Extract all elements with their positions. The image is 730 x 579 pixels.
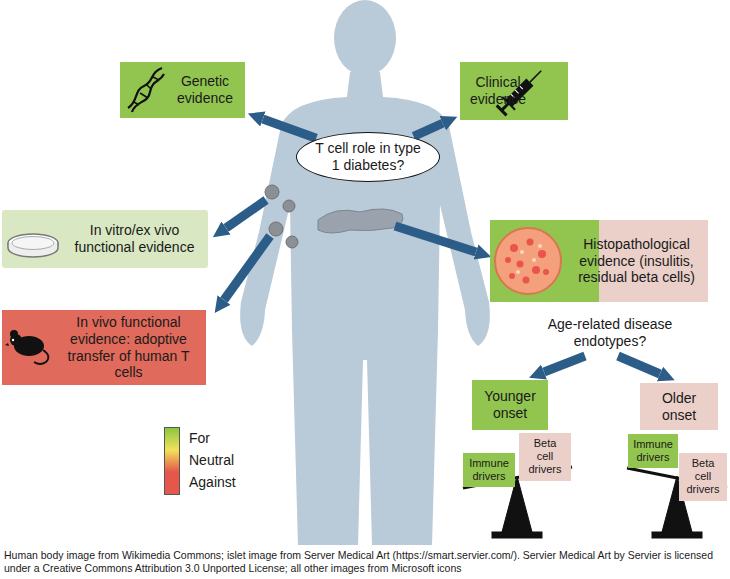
legend-text: Neutral bbox=[189, 452, 234, 469]
driver-box: Immune drivers bbox=[628, 434, 678, 468]
evidence-box: Clinical evidence bbox=[460, 62, 568, 120]
annotation-label: Age-related disease endotypes? bbox=[540, 316, 680, 350]
legend-frame bbox=[164, 427, 180, 495]
legend-swatch bbox=[165, 450, 179, 472]
node-text: Beta cell drivers bbox=[684, 457, 722, 497]
node-text: Immune drivers bbox=[468, 457, 510, 483]
figure-caption: Human body image from Wikimedia Commons;… bbox=[4, 549, 726, 575]
node-text: Histopathological evidence (insulitis, r… bbox=[570, 236, 703, 286]
evidence-arrow bbox=[414, 123, 443, 136]
node-text: Younger onset bbox=[477, 388, 543, 422]
driver-box: Immune drivers bbox=[463, 453, 515, 487]
legend-swatch bbox=[165, 472, 179, 494]
legend-text: Against bbox=[189, 474, 236, 491]
node-text: Beta cell drivers bbox=[524, 437, 566, 477]
node-text: Clinical evidence bbox=[468, 74, 528, 108]
mouse-icon bbox=[2, 310, 54, 378]
evidence-box: Genetic evidence bbox=[120, 62, 245, 118]
driver-box: Beta cell drivers bbox=[519, 433, 571, 481]
question-oval: T cell role in type 1 diabetes? bbox=[296, 132, 440, 182]
onset-box: Younger onset bbox=[472, 380, 548, 430]
node-text: Immune drivers bbox=[633, 438, 673, 464]
evidence-box: In vivo functional evidence: adoptive tr… bbox=[2, 310, 206, 385]
node-text: In vivo functional evidence: adoptive tr… bbox=[56, 314, 201, 381]
node-text: In vitro/ex vivo functional evidence bbox=[66, 222, 203, 256]
node-text: T cell role in type 1 diabetes? bbox=[311, 140, 425, 174]
node-text: Genetic evidence bbox=[170, 73, 240, 107]
evidence-box: Histopathological evidence (insulitis, r… bbox=[490, 220, 708, 302]
legend-swatch bbox=[165, 428, 179, 450]
driver-box: Beta cell drivers bbox=[679, 453, 727, 501]
node-text: Older onset bbox=[645, 390, 713, 424]
islet-image bbox=[490, 220, 566, 302]
dna-icon bbox=[120, 62, 170, 118]
onset-box: Older onset bbox=[640, 383, 718, 430]
petri-dish-icon bbox=[2, 210, 64, 268]
evidence-arrow bbox=[263, 119, 316, 138]
evidence-box: In vitro/ex vivo functional evidence bbox=[2, 210, 208, 268]
legend-text: For bbox=[189, 430, 210, 447]
